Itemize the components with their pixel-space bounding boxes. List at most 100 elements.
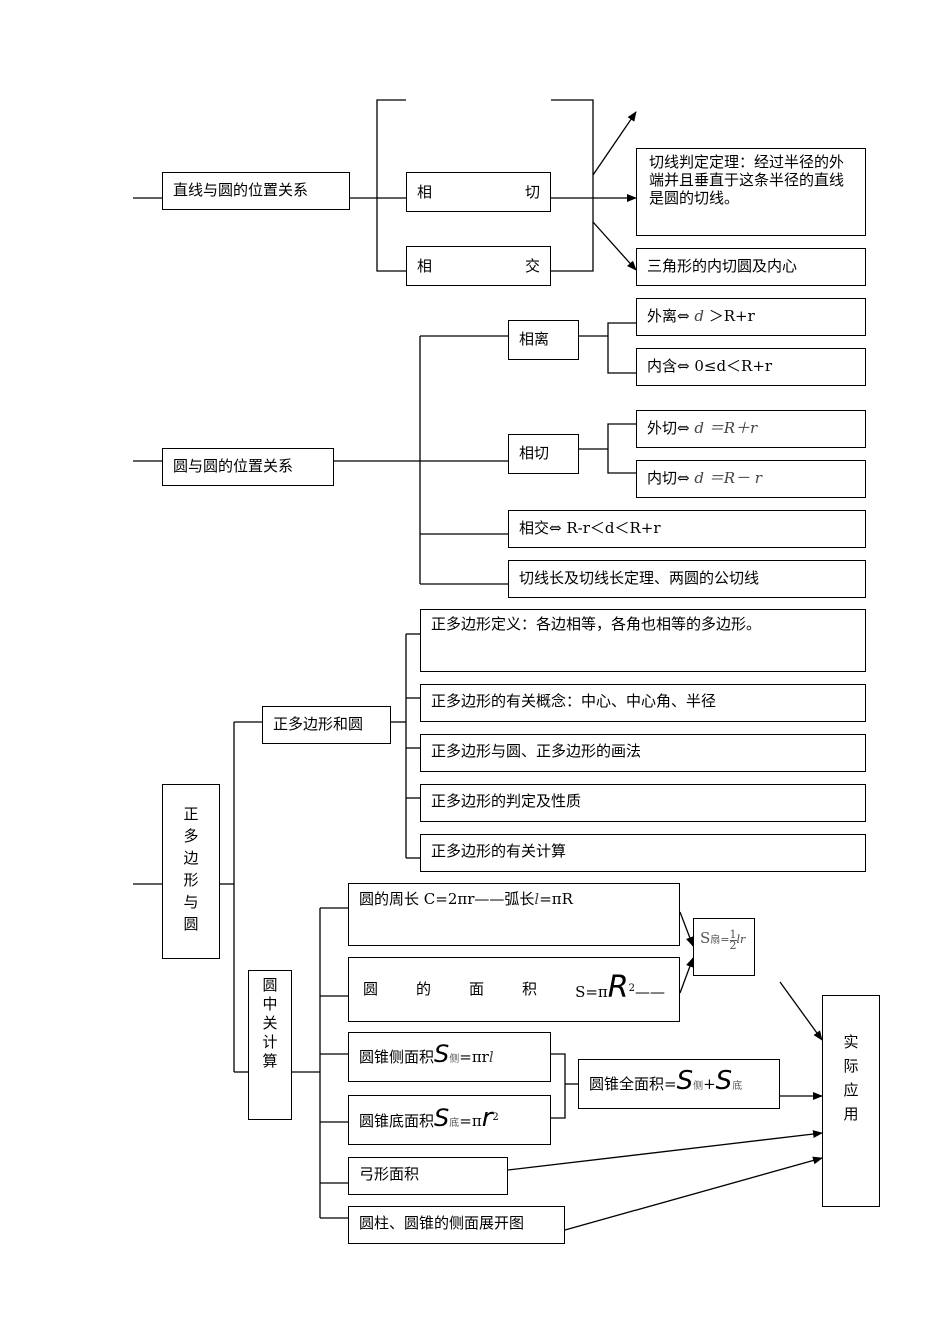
tangent-theorem-box: 切线判定定理：经过半径的外端并且垂直于这条半径的直线是圆的切线。 xyxy=(636,148,866,236)
polygon-drawing-text: 正多边形与圆、正多边形的画法 xyxy=(431,742,642,760)
area-char-4: 积 xyxy=(522,980,538,998)
polygon-judge-text: 正多边形的判定及性质 xyxy=(431,792,582,810)
cone-base-label: 圆锥底面积 xyxy=(359,1112,435,1130)
circle-calc-char-2: 中 xyxy=(262,995,278,1013)
tangent-char-1: 相 xyxy=(417,182,433,201)
external-separate-rel: ＞R+r xyxy=(708,307,755,325)
circumference-text: 圆的周长 C=2πr——弧长 xyxy=(359,890,535,908)
polygon-drawing-box: 正多边形与圆、正多边形的画法 xyxy=(420,734,866,772)
cone-base-S: S xyxy=(434,1104,450,1132)
cone-total-sub2: 底 xyxy=(732,1081,743,1092)
intersect-circles-text: 相交⇔ R-r＜d＜R+r xyxy=(519,519,661,537)
circle-calc-char-5: 算 xyxy=(262,1052,278,1070)
circle-circle-relation-box: 圆与圆的位置关系 xyxy=(162,448,334,486)
common-tangent-box: 切线长及切线长定理、两圆的公切线 xyxy=(508,560,866,598)
polygon-circle-box: 正多边形和圆 xyxy=(262,706,391,744)
external-separate-box: 外离⇔ d ＞R+r xyxy=(636,298,866,336)
polygon-def-box: 正多边形定义：各边相等，各角也相等的多边形。 xyxy=(420,609,866,672)
sector-S: S xyxy=(700,929,711,947)
circle-calc-char-4: 计 xyxy=(262,1033,278,1051)
circle-calc-char-1: 圆 xyxy=(262,976,278,994)
external-separate-d: d xyxy=(694,307,704,325)
cone-base-sub: 底 xyxy=(449,1118,460,1129)
application-char-4: 用 xyxy=(843,1105,859,1123)
polygon-calc-box: 正多边形的有关计算 xyxy=(420,834,866,872)
cone-total-S1: S xyxy=(676,1066,694,1096)
polygon-calc-text: 正多边形的有关计算 xyxy=(431,842,567,860)
cone-side-sub: 侧 xyxy=(449,1054,460,1065)
area-formula: S=πR2—— xyxy=(575,972,665,1002)
sector-frac-num: 1 xyxy=(729,927,737,941)
title-char-6: 圆 xyxy=(183,915,199,933)
external-tangent-formula: d ＝R＋r xyxy=(694,419,758,437)
title-char-5: 与 xyxy=(183,893,199,911)
sector-eq: = xyxy=(720,933,730,946)
cone-base-r: r xyxy=(481,1103,493,1133)
internal-tangent-box: 内切⇔ d ＝R－ r xyxy=(636,460,866,498)
circle-circle-relation-title: 圆与圆的位置关系 xyxy=(173,457,294,475)
title-char-2: 多 xyxy=(183,827,199,845)
incircle-text: 三角形的内切圆及内心 xyxy=(647,257,798,275)
internal-contain-text: 内含⇔ 0≤d＜R+r xyxy=(647,357,773,375)
internal-contain-box: 内含⇔ 0≤d＜R+r xyxy=(636,348,866,386)
cone-total-sub1: 侧 xyxy=(693,1081,704,1092)
external-separate-label: 外离⇔ xyxy=(647,307,690,325)
polygon-judge-box: 正多边形的判定及性质 xyxy=(420,784,866,822)
intersect-circles-box: 相交⇔ R-r＜d＜R+r xyxy=(508,510,866,548)
cone-side-l: l xyxy=(488,1048,494,1066)
cone-base-rest: =π xyxy=(459,1112,482,1130)
arc-length-tail: πR xyxy=(551,890,573,908)
internal-tangent-formula: d ＝R－ r xyxy=(694,469,762,487)
area-exp: 2 xyxy=(628,982,635,994)
application-char-2: 际 xyxy=(843,1057,859,1075)
area-prefix: S=π xyxy=(575,982,608,1001)
separate-box: 相离 xyxy=(508,320,579,360)
bow-area-box: 弓形面积 xyxy=(348,1157,508,1195)
regular-polygon-circle-title-box: 正 多 边 形 与 圆 xyxy=(162,784,220,959)
sector-sub: 扇 xyxy=(710,935,721,946)
arc-length-l: l xyxy=(534,890,540,908)
external-tangent-box: 外切⇔ d ＝R＋r xyxy=(636,410,866,448)
common-tangent-text: 切线长及切线长定理、两圆的公切线 xyxy=(519,569,760,587)
intersect-char-2: 交 xyxy=(524,256,540,275)
sector-lr: lr xyxy=(736,933,746,946)
tangent-char-2: 切 xyxy=(524,182,540,201)
area-char-3: 面 xyxy=(469,980,485,998)
unfold-box: 圆柱、圆锥的侧面展开图 xyxy=(348,1206,565,1244)
cone-side-label: 圆锥侧面积 xyxy=(359,1048,435,1066)
cone-side-rest: =πr xyxy=(459,1048,489,1066)
separate-text: 相离 xyxy=(519,330,550,348)
cone-total-plus: + xyxy=(703,1075,716,1093)
tangent-circles-text: 相切 xyxy=(519,444,550,462)
external-tangent-label: 外切⇔ xyxy=(647,419,690,437)
application-char-3: 应 xyxy=(843,1081,859,1099)
cone-base-exp: 2 xyxy=(492,1112,499,1123)
line-circle-relation-box: 直线与圆的位置关系 xyxy=(162,172,350,210)
polygon-circle-text: 正多边形和圆 xyxy=(273,715,364,733)
intersect-box: 相 交 xyxy=(406,246,551,286)
internal-tangent-label: 内切⇔ xyxy=(647,469,690,487)
intersect-char-1: 相 xyxy=(417,256,433,275)
circle-area-box: 圆 的 面 积 S=πR2—— xyxy=(348,957,680,1022)
circle-calc-box: 圆 中 关 计 算 xyxy=(248,970,292,1120)
area-char-1: 圆 xyxy=(363,980,379,998)
title-char-3: 边 xyxy=(183,849,199,867)
cone-side-box: 圆锥侧面积S侧=πrl xyxy=(348,1032,551,1082)
cone-total-S2: S xyxy=(715,1066,733,1096)
circle-calc-char-3: 关 xyxy=(262,1014,278,1032)
sector-frac-den: 2 xyxy=(729,938,737,952)
tangent-circles-box: 相切 xyxy=(508,434,579,474)
area-dash: —— xyxy=(635,982,665,1001)
bow-area-text: 弓形面积 xyxy=(359,1165,420,1183)
incircle-box: 三角形的内切圆及内心 xyxy=(636,248,866,286)
unfold-text: 圆柱、圆锥的侧面展开图 xyxy=(359,1214,525,1232)
cone-side-S: S xyxy=(434,1040,450,1068)
cone-total-box: 圆锥全面积=S侧+S底 xyxy=(578,1059,780,1109)
application-char-1: 实 xyxy=(843,1033,859,1051)
title-char-4: 形 xyxy=(183,871,199,889)
polygon-concepts-box: 正多边形的有关概念：中心、中心角、半径 xyxy=(420,684,866,722)
line-circle-relation-title: 直线与圆的位置关系 xyxy=(173,181,309,199)
circumference-box: 圆的周长 C=2πr——弧长l=πR xyxy=(348,883,680,946)
title-char-1: 正 xyxy=(183,805,199,823)
